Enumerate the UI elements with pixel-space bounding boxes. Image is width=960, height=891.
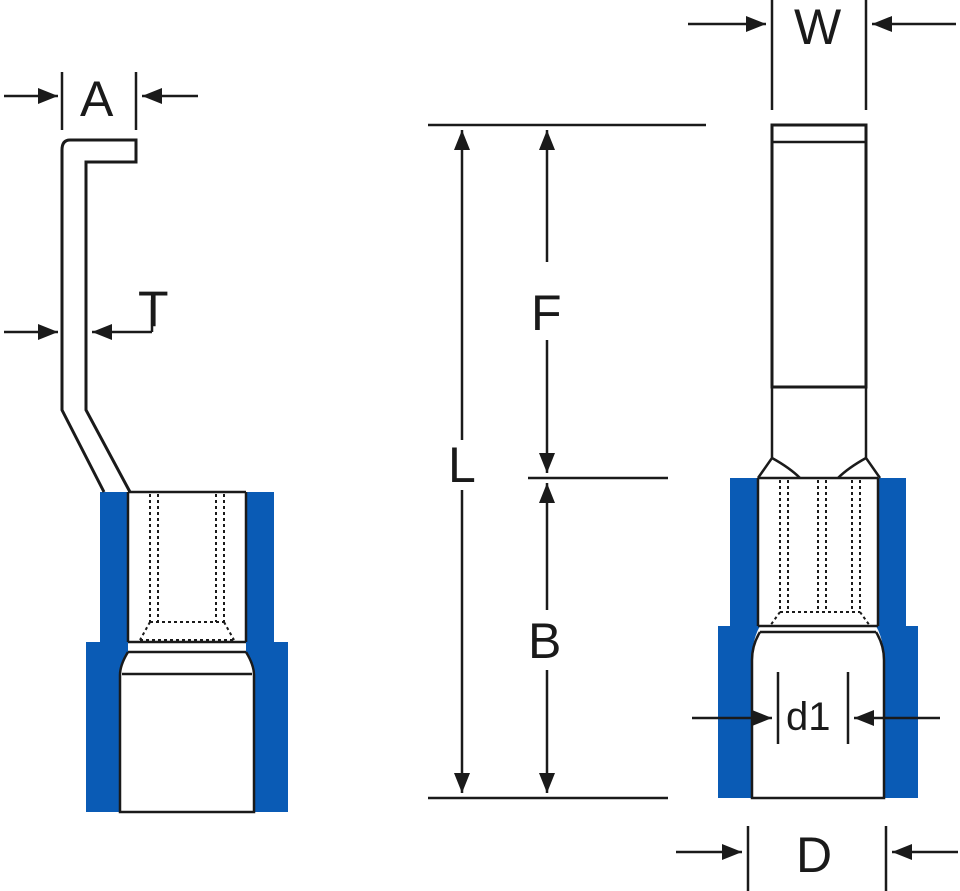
label-A: A xyxy=(80,71,114,127)
length-dimensions: L F B xyxy=(428,123,706,800)
side-barrel xyxy=(118,490,256,814)
dim-A: A xyxy=(4,71,198,130)
dim-L: L xyxy=(448,130,476,793)
side-pin xyxy=(60,138,138,493)
front-view: W d1 D xyxy=(676,0,958,891)
dim-D: D xyxy=(676,826,958,891)
dim-B: B xyxy=(528,483,561,793)
label-W: W xyxy=(794,0,842,55)
front-barrel xyxy=(750,476,886,800)
label-T: T xyxy=(138,281,169,337)
label-F: F xyxy=(531,285,562,341)
dim-T: T xyxy=(4,281,169,340)
label-d1: d1 xyxy=(786,695,831,739)
dim-d1: d1 xyxy=(692,672,940,744)
dim-W: W xyxy=(688,0,956,110)
label-L: L xyxy=(448,437,476,493)
side-view: A T xyxy=(4,71,288,814)
label-B: B xyxy=(528,613,561,669)
front-insulation-sleeve xyxy=(718,478,918,798)
front-pin xyxy=(756,123,882,479)
side-insulation-sleeve xyxy=(86,492,288,812)
label-D: D xyxy=(796,827,832,883)
dim-F: F xyxy=(531,130,562,473)
